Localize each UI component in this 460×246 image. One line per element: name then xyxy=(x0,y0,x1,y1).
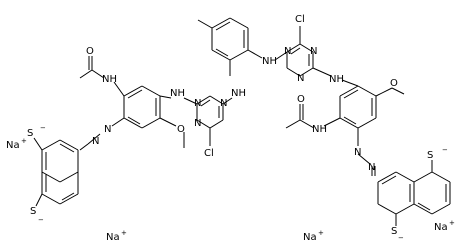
sodium-ion-3: Na + xyxy=(303,229,324,243)
minus-charge: − xyxy=(398,234,404,242)
sodium-label: Na xyxy=(6,140,20,151)
azo-n-label: N xyxy=(354,147,361,158)
sulfur-label: S xyxy=(391,226,397,237)
amine-label-f: NH xyxy=(102,74,117,85)
minus-charge: − xyxy=(38,216,44,224)
amine-label-b: NH xyxy=(329,74,344,85)
sulfur-label: S xyxy=(30,206,36,217)
sodium-ion-4: Na + xyxy=(434,219,455,233)
sulfur-label: S xyxy=(27,128,33,139)
methoxy-oxygen-label: O xyxy=(177,124,185,135)
triazine-n-label: N xyxy=(297,73,304,84)
triazine-n-label: N xyxy=(194,98,201,109)
triazine-n-label: N xyxy=(194,118,201,129)
sodium-ion-2: Na + xyxy=(106,229,127,243)
minus-charge: − xyxy=(442,146,448,154)
amine-label-c: NH xyxy=(231,88,246,99)
sodium-ion-1: Na + xyxy=(6,137,27,151)
amine-label-a: NH xyxy=(262,56,277,67)
sodium-label: Na xyxy=(106,232,120,243)
plus-charge: + xyxy=(318,229,324,237)
azo-n-label: N xyxy=(104,124,111,135)
minus-charge: − xyxy=(40,124,46,132)
atom-labels: Cl Cl NH NH NH NH NH NH N N N N N N N N … xyxy=(27,14,433,237)
amide-oxygen-label: O xyxy=(297,94,305,105)
triazine-n-label: N xyxy=(284,46,291,57)
bond-lines xyxy=(33,17,451,226)
plus-charge: + xyxy=(21,137,27,145)
triazine-n-label: N xyxy=(220,98,227,109)
counter-ions: Na + Na + Na + Na + xyxy=(6,137,455,243)
chlorine-label-mid: Cl xyxy=(204,148,214,159)
plus-charge: + xyxy=(121,229,127,237)
sodium-label: Na xyxy=(434,222,448,233)
triazine-n-label: N xyxy=(310,46,317,57)
azo-n-label: N xyxy=(92,136,99,147)
plus-charge: + xyxy=(449,219,455,227)
sulfonate-charges: − − − − xyxy=(38,124,448,242)
amine-label-d: NH xyxy=(170,88,185,99)
amide-oxygen-label: O xyxy=(86,46,94,57)
chlorine-label-top: Cl xyxy=(295,14,305,25)
amine-label-e: NH xyxy=(312,124,327,135)
sodium-label: Na xyxy=(303,232,317,243)
azo-n-label: N xyxy=(368,162,375,173)
methoxy-oxygen-label: O xyxy=(390,78,398,89)
sulfur-label: S xyxy=(427,150,433,161)
